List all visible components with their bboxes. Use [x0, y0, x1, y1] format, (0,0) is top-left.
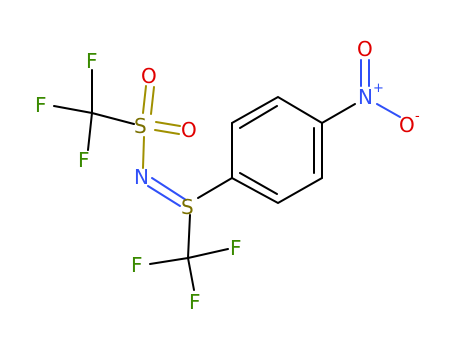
- bond-c2-f4: [149, 257, 189, 265]
- atom-f6: F: [189, 290, 201, 314]
- atom-labels: F F F S O O N S F F F N + O O -: [35, 37, 420, 314]
- atom-o2: O: [181, 118, 197, 142]
- bond-s1-o2-a: [155, 121, 181, 127]
- ring-double-3: [239, 172, 278, 195]
- bond-f2-c: [53, 105, 93, 114]
- bond-s1-n: [142, 136, 145, 169]
- bonds: [53, 59, 401, 291]
- atom-o-nitro-right-charge: -: [415, 109, 420, 124]
- bond-n-s2-b: [147, 185, 181, 207]
- atom-o-nitro-right: O: [399, 113, 415, 137]
- benzene-ring: [231, 95, 323, 205]
- atom-f3: F: [78, 148, 90, 172]
- bond-s1-o1-a: [142, 85, 147, 114]
- bond-ring-nnitro: [321, 103, 356, 124]
- atom-f4: F: [131, 253, 143, 277]
- atom-n-nitro: N: [358, 85, 373, 109]
- bond-n-s2-a: [151, 177, 187, 201]
- bond-f3-c: [87, 112, 93, 151]
- ring-double-1: [239, 105, 278, 129]
- atom-n-imine: N: [134, 165, 149, 189]
- atom-f5: F: [230, 236, 242, 260]
- bond-s1-o1-b: [150, 86, 155, 115]
- atom-s-sulfilimine: S: [181, 195, 194, 219]
- atom-f2: F: [35, 93, 47, 117]
- atom-s-sulfonyl: S: [134, 114, 147, 138]
- bond-c-s1: [91, 112, 135, 125]
- atom-o1: O: [141, 64, 157, 88]
- atom-o-nitro-top: O: [357, 37, 373, 61]
- bond-s1-o2-b: [154, 129, 180, 135]
- bond-c2-f6: [187, 257, 195, 291]
- bond-s2-c2: [187, 214, 191, 259]
- bond-s2-ring: [197, 177, 233, 199]
- bond-c2-f5: [187, 248, 229, 259]
- atom-n-nitro-charge: +: [373, 81, 384, 96]
- bond-nnitro-o-right: [376, 103, 401, 118]
- atom-f1: F: [86, 49, 98, 73]
